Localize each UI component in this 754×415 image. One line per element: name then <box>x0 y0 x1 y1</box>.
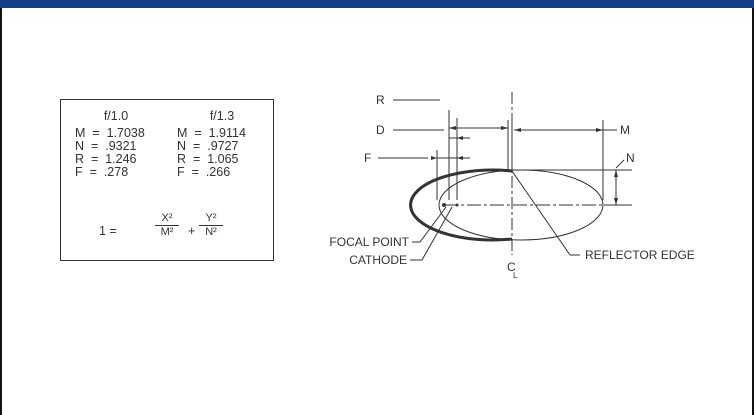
fraction-x-over-m: X² M² <box>155 212 179 239</box>
arrowhead <box>514 128 521 132</box>
arrowhead <box>449 126 456 130</box>
label-n: N <box>626 151 635 165</box>
leader-reflector-edge <box>511 170 580 256</box>
param-n: N = .9727 <box>177 139 239 153</box>
cathode-dot <box>455 203 459 207</box>
leader-n <box>615 159 625 169</box>
param-f: F = .278 <box>75 165 129 179</box>
label-m: M <box>620 123 630 137</box>
label-centerline: C <box>507 260 516 274</box>
reflector-bold-arc <box>409 168 513 242</box>
ellipse-equation: 1 = X² M² + Y² N² <box>61 210 275 250</box>
fraction-denominator: M² <box>160 226 174 238</box>
label-centerline-sub: L <box>513 271 518 280</box>
equation-lhs: 1 = <box>99 224 117 238</box>
label-f: F <box>364 151 371 165</box>
arrowhead <box>501 126 508 130</box>
equation-plus: + <box>188 224 196 238</box>
fraction-numerator: Y² <box>199 212 223 226</box>
arrowhead <box>614 198 618 205</box>
fraction-denominator: N² <box>205 226 217 238</box>
param-n: N = .9321 <box>75 139 137 153</box>
arrowhead <box>457 156 463 160</box>
arrowhead <box>431 156 437 160</box>
param-f: F = .266 <box>177 165 231 179</box>
content-frame <box>0 8 754 415</box>
arrowhead <box>614 170 618 177</box>
fraction-numerator: X² <box>155 212 179 226</box>
label-r: R <box>376 93 385 107</box>
param-m: M = 1.9114 <box>177 126 246 140</box>
arrowhead <box>596 128 603 132</box>
param-r: R = 1.246 <box>75 152 137 166</box>
param-m: M = 1.7038 <box>75 126 145 140</box>
fraction-y-over-n: Y² N² <box>199 212 223 239</box>
parameters-table: f/1.0 M = 1.7038 N = .9321 R = 1.246 F =… <box>60 99 274 261</box>
label-focal-point: FOCAL POINT <box>329 235 409 249</box>
label-cathode: CATHODE <box>349 253 407 267</box>
top-bar <box>0 0 754 8</box>
column-header: f/1.3 <box>209 109 235 123</box>
focal-point-dot <box>442 203 446 207</box>
param-r: R = 1.065 <box>177 152 239 166</box>
column-f10: f/1.0 M = 1.7038 N = .9321 R = 1.246 F =… <box>75 110 157 179</box>
leader-cathode <box>410 206 453 261</box>
arrowhead <box>457 136 463 140</box>
label-d: D <box>376 123 385 137</box>
column-f13: f/1.3 M = 1.9114 N = .9727 R = 1.065 F =… <box>177 110 267 179</box>
leader-focal-point <box>412 206 447 243</box>
label-reflector-edge: REFLECTOR EDGE <box>585 248 695 262</box>
column-header: f/1.0 <box>103 109 129 123</box>
